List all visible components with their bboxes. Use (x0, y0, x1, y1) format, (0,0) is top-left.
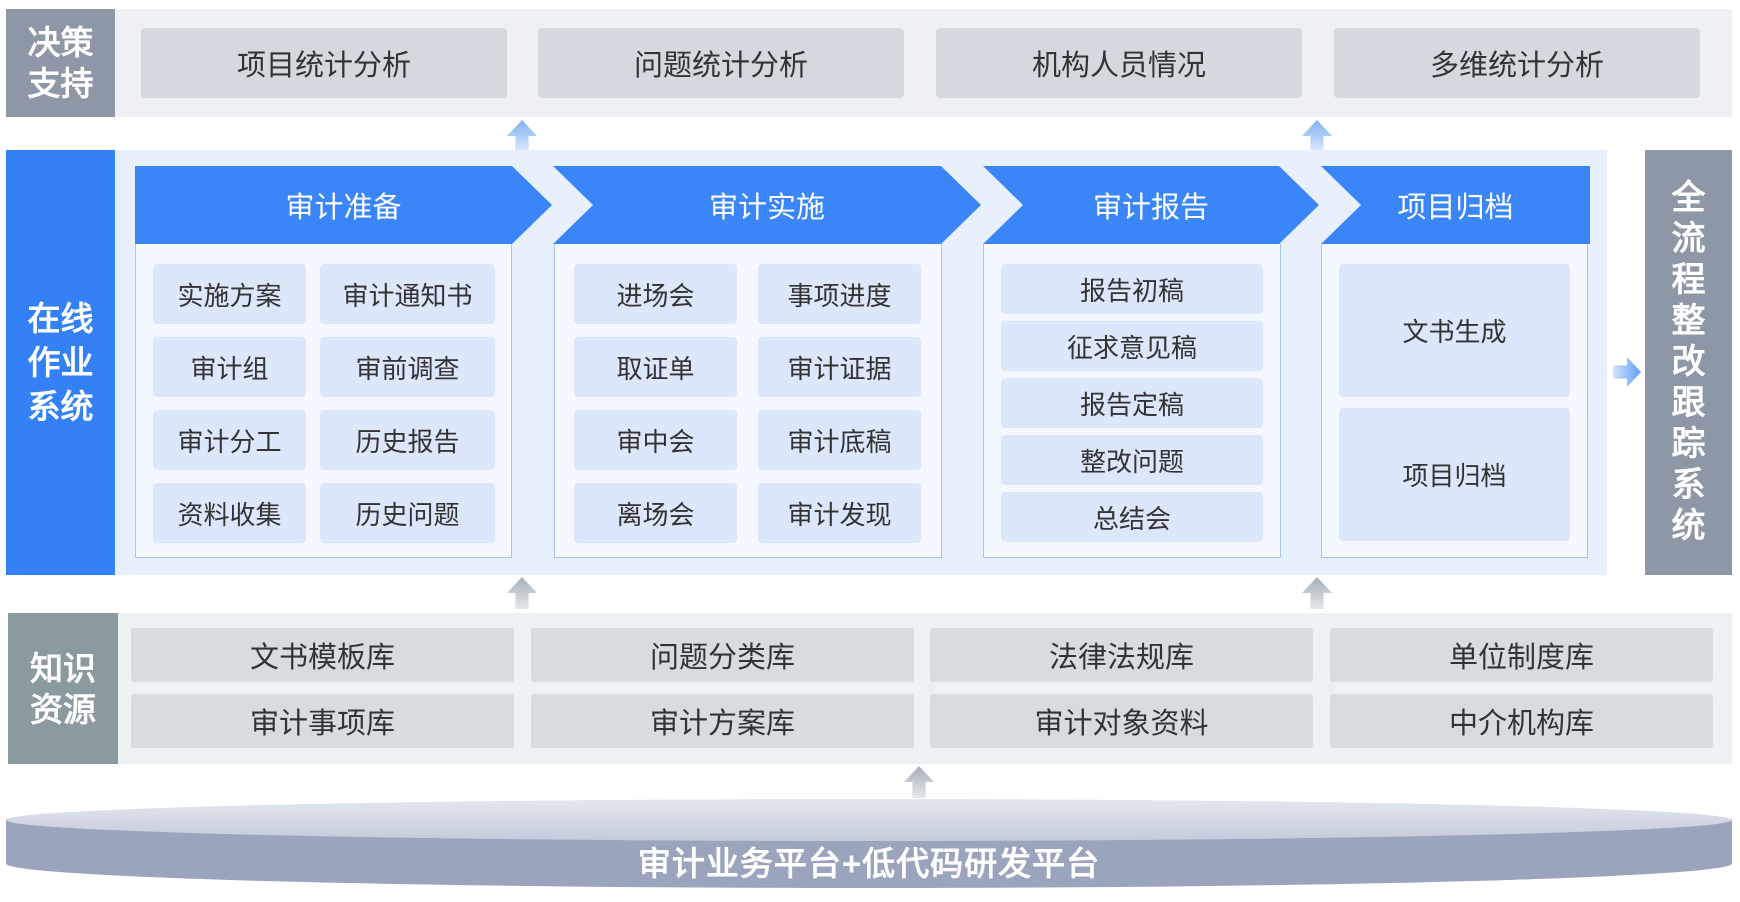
arrow-up-icon (507, 577, 537, 609)
knowledge-item: 法律法规库 (930, 628, 1313, 682)
arrow-up-icon (507, 120, 537, 152)
platform-base: 审计业务平台+低代码研发平台 (6, 799, 1732, 888)
knowledge-item: 中介机构库 (1330, 694, 1713, 748)
knowledge-item: 文书模板库 (131, 628, 514, 682)
knowledge-item: 审计事项库 (131, 694, 514, 748)
list-item: 审计证据 (758, 337, 921, 397)
list-item: 审计底稿 (758, 410, 921, 470)
decision-support-label-text: 决策支持 (27, 24, 94, 102)
knowledge-resources-label: 知识资源 (8, 613, 118, 764)
list-item: 审计组 (153, 337, 306, 397)
arrow-up-icon (904, 766, 934, 798)
stage-title: 审计准备 (285, 192, 402, 224)
list-item: 实施方案 (153, 264, 306, 324)
knowledge-item: 问题分类库 (531, 628, 914, 682)
stage-body-report: 报告初稿 征求意见稿 报告定稿 整改问题 总结会 (983, 244, 1281, 558)
knowledge-item: 审计对象资料 (930, 694, 1313, 748)
arrow-up-icon (1302, 577, 1332, 609)
stage-body-implement: 进场会 事项进度 取证单 审计证据 审中会 审计底稿 离场会 审计发现 (554, 244, 942, 558)
list-item: 历史报告 (320, 410, 495, 470)
list-item: 整改问题 (1001, 435, 1263, 485)
list-item: 离场会 (574, 483, 737, 543)
tracking-system-label-text: 全流程整改跟踪系统 (1671, 179, 1706, 545)
list-item: 资料收集 (153, 483, 306, 543)
list-item: 事项进度 (758, 264, 921, 324)
decision-item-org-staff: 机构人员情况 (936, 28, 1302, 98)
list-item: 审计分工 (153, 410, 306, 470)
stage-header-prepare: 审计准备 (135, 166, 552, 244)
decision-item-issue-stats: 问题统计分析 (538, 28, 904, 98)
list-item: 征求意见稿 (1001, 321, 1263, 371)
list-item: 进场会 (574, 264, 737, 324)
list-item: 文书生成 (1339, 264, 1570, 397)
knowledge-resources-label-text: 知识资源 (29, 649, 96, 728)
stage-title: 项目归档 (1397, 192, 1514, 224)
knowledge-item: 单位制度库 (1330, 628, 1713, 682)
decision-item-multi-stats: 多维统计分析 (1334, 28, 1700, 98)
platform-label: 审计业务平台+低代码研发平台 (637, 845, 1101, 882)
stage-header-implement: 审计实施 (553, 166, 981, 244)
list-item: 历史问题 (320, 483, 495, 543)
online-system-label-text: 在线作业系统 (27, 299, 94, 425)
stage-title: 审计报告 (1092, 192, 1209, 224)
stage-body-archive: 文书生成 项目归档 (1321, 244, 1588, 558)
list-item: 取证单 (574, 337, 737, 397)
tracking-system-label: 全流程整改跟踪系统 (1645, 150, 1732, 575)
list-item: 报告初稿 (1001, 264, 1263, 314)
online-system-label: 在线作业系统 (6, 150, 115, 575)
arrow-up-icon (1302, 120, 1332, 152)
list-item: 审中会 (574, 410, 737, 470)
decision-item-project-stats: 项目统计分析 (141, 28, 507, 98)
list-item: 总结会 (1001, 492, 1263, 542)
list-item: 项目归档 (1339, 408, 1570, 541)
stage-header-archive: 项目归档 (1321, 166, 1590, 244)
knowledge-item: 审计方案库 (531, 694, 914, 748)
list-item: 报告定稿 (1001, 378, 1263, 428)
decision-support-label: 决策支持 (6, 9, 115, 117)
stage-body-prepare: 实施方案 审计通知书 审计组 审前调查 审计分工 历史报告 资料收集 历史问题 (135, 244, 512, 558)
stage-title: 审计实施 (708, 192, 825, 224)
arrow-right-icon (1613, 357, 1641, 387)
list-item: 审计通知书 (320, 264, 495, 324)
list-item: 审前调查 (320, 337, 495, 397)
list-item: 审计发现 (758, 483, 921, 543)
stage-header-report: 审计报告 (983, 166, 1319, 244)
